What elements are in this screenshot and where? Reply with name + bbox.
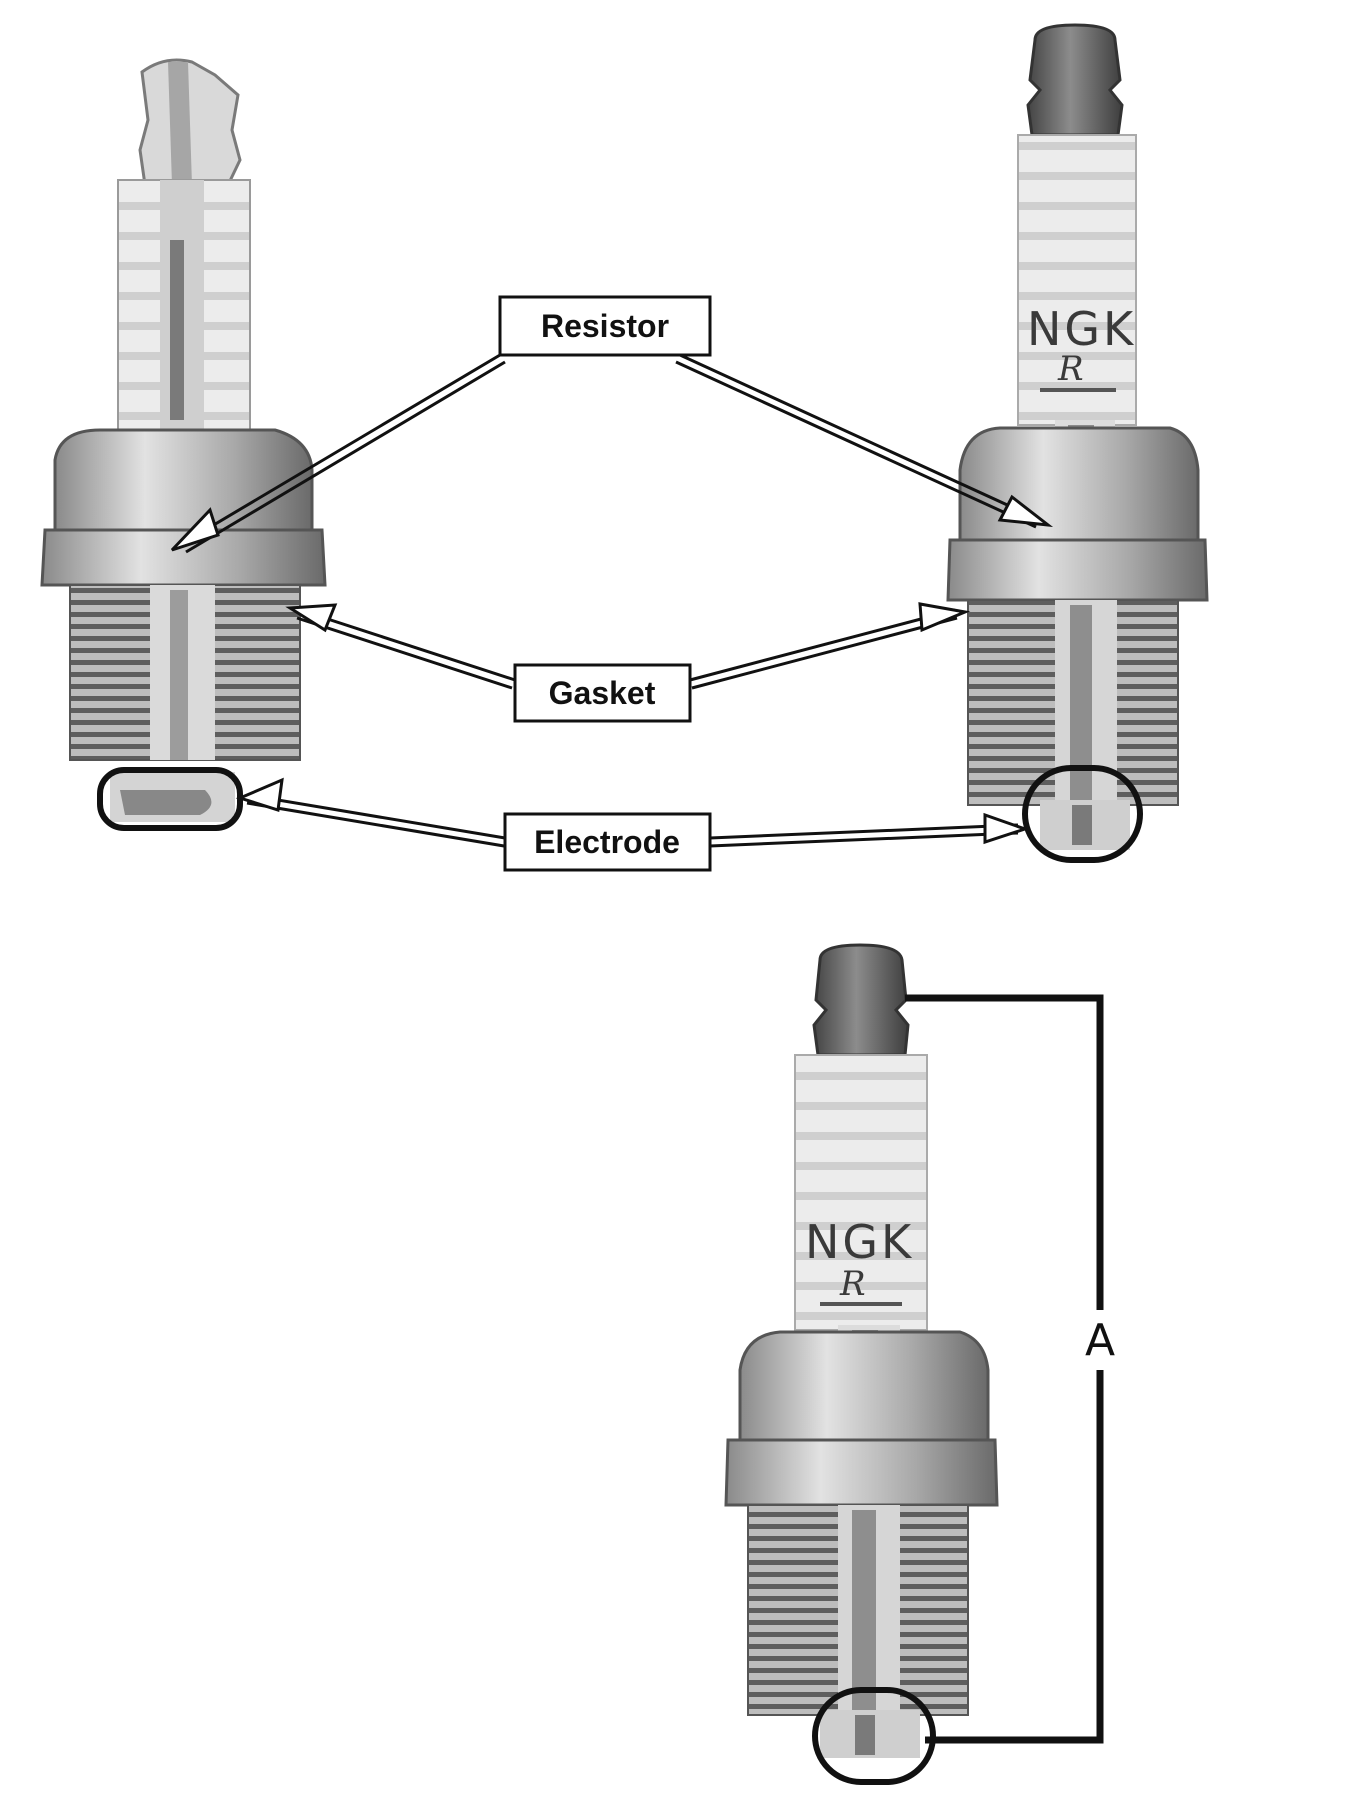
dimension-label-a: A [1085, 1315, 1115, 1366]
electrode-label-box: Electrode [503, 812, 712, 872]
resistor-label-box: Resistor [498, 295, 712, 357]
gasket-label: Gasket [549, 675, 656, 711]
left-electrode-marker [97, 767, 243, 831]
bottom-plug-brand: NGK [805, 1215, 914, 1269]
gasket-label-box: Gasket [513, 663, 692, 723]
dimension-bracket [905, 994, 1104, 1744]
bottom-plug-brand-sub: R [839, 1264, 866, 1304]
callout-arrowheads [170, 494, 1054, 845]
electrode-label: Electrode [534, 824, 680, 860]
right-spark-plug: NGK R [946, 23, 1209, 850]
resistor-label: Resistor [541, 308, 669, 344]
bottom-electrode-marker [812, 1687, 936, 1785]
bottom-spark-plug: NGK R [724, 943, 999, 1758]
right-plug-brand-sub: R [1057, 349, 1084, 389]
right-electrode-marker [1022, 765, 1143, 863]
left-spark-plug [40, 58, 327, 822]
callout-lines [179, 353, 1041, 848]
right-plug-brand: NGK [1027, 302, 1136, 356]
